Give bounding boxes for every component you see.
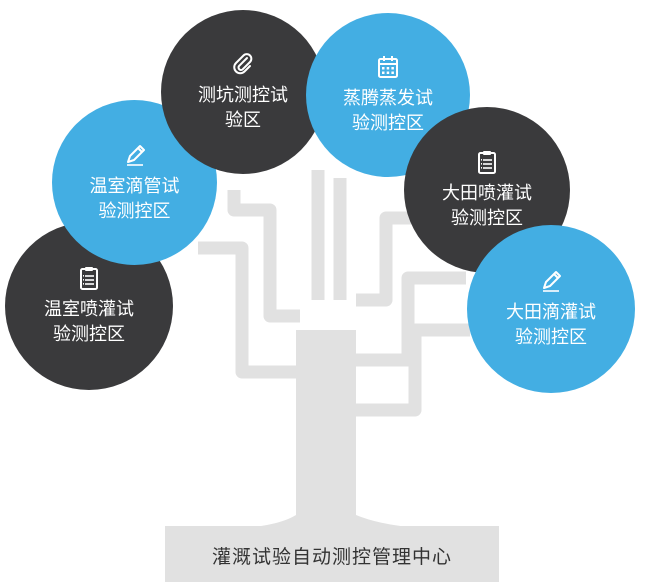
clipboard-icon [474, 149, 500, 175]
clipboard-icon [76, 265, 102, 291]
pencil-icon [122, 142, 148, 168]
branch-field-drip [356, 271, 466, 367]
calendar-icon [375, 54, 401, 80]
pencil-icon [538, 268, 564, 294]
node-pit[interactable]: 测坑测控试 验区 [161, 10, 325, 174]
node-label: 温室喷灌试 验测控区 [44, 299, 134, 345]
branch-greenhouse-drip [227, 190, 300, 323]
node-greenhouse-drip[interactable]: 温室滴管试 验测控区 [52, 100, 217, 265]
management-center-label: 灌溉试验自动测控管理中心 [211, 545, 452, 568]
node-field-drip[interactable]: 大田滴灌试 验测控区 [467, 225, 635, 393]
paperclip-icon [230, 51, 256, 77]
node-label: 温室滴管试 验测控区 [89, 175, 180, 222]
branch-field-drip-lower [356, 323, 470, 417]
tree-base [165, 526, 499, 582]
branch-field-sprinkler [356, 211, 420, 307]
node-label: 大田滴灌试 验测控区 [506, 302, 596, 348]
node-field-sprinkler[interactable]: 大田喷灌试 验测控区 [404, 107, 570, 273]
node-label: 测坑测控试 验区 [198, 85, 288, 131]
branch-greenhouse-sprinkler [198, 241, 300, 379]
tree-trunk [244, 330, 420, 528]
node-label: 蒸腾蒸发试 验测控区 [343, 88, 433, 134]
tree-branches [198, 170, 470, 417]
node-label: 大田喷灌试 验测控区 [442, 183, 532, 229]
